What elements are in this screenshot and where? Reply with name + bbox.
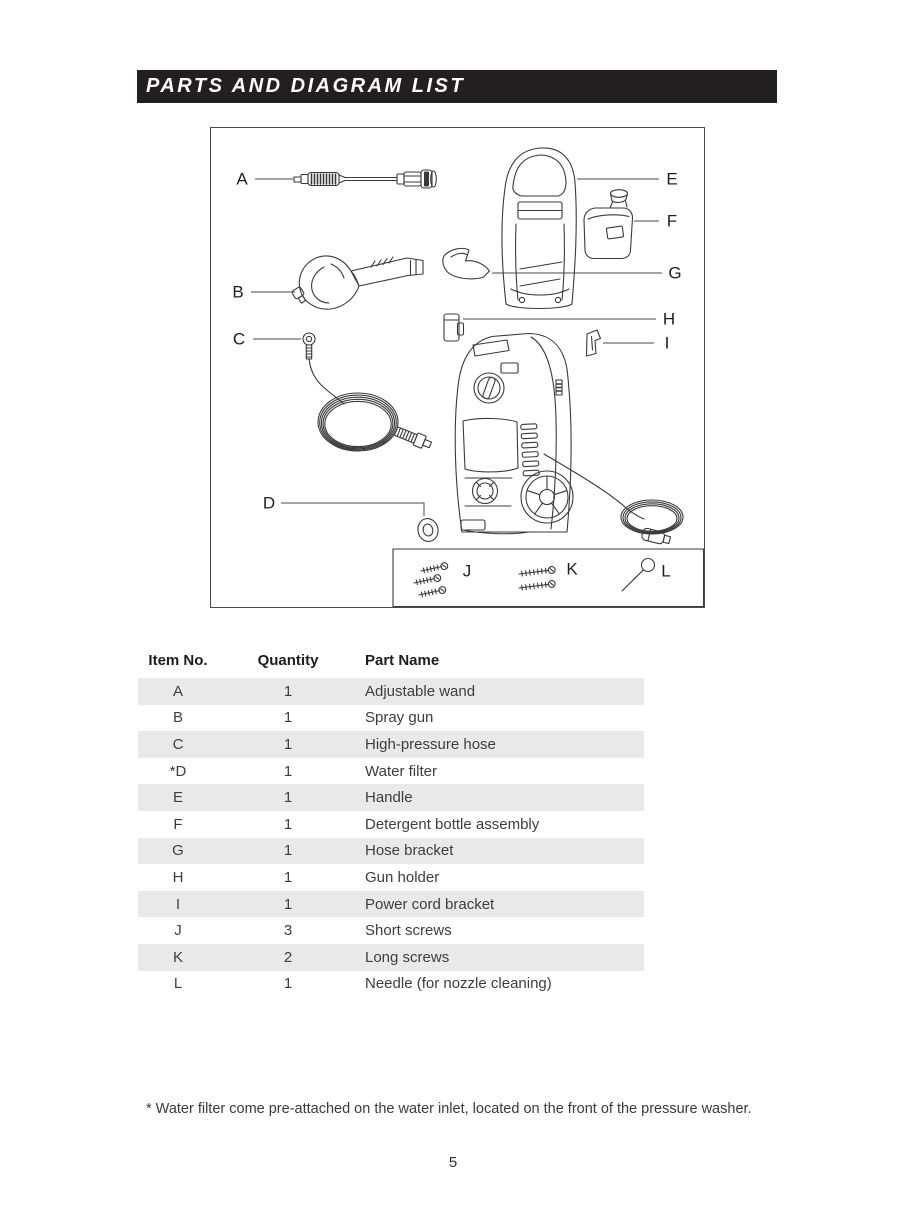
parts-table: Item No. Quantity Part Name A 1 Adjustab… <box>138 649 644 997</box>
detergent-bottle-drawing <box>583 189 634 260</box>
handle-drawing <box>501 147 577 309</box>
diagram-label-b: B <box>232 282 244 302</box>
table-row: E 1 Handle <box>138 784 644 811</box>
table-row: J 3 Short screws <box>138 917 644 944</box>
pressure-washer-body-drawing <box>454 332 574 535</box>
table-row: I 1 Power cord bracket <box>138 890 644 918</box>
diagram-label-c: C <box>232 329 246 349</box>
part-name-cell: Hose bracket <box>365 842 454 860</box>
gun-holder-drawing <box>443 313 465 342</box>
table-row: F 1 Detergent bottle assembly <box>138 811 644 838</box>
part-name-cell: Gun holder <box>365 868 440 886</box>
wand-drawing <box>293 169 437 189</box>
item-no-cell: G <box>172 842 184 860</box>
table-row: A 1 Adjustable wand <box>138 678 644 705</box>
needle-drawing <box>621 557 656 592</box>
item-no-cell: E <box>172 789 183 807</box>
leader-lines <box>251 178 662 516</box>
diagram-label-g: G <box>668 263 682 283</box>
table-row: B 1 Spray gun <box>138 705 644 732</box>
quantity-cell: 2 <box>283 948 293 966</box>
diagram-label-l: L <box>661 561 671 581</box>
quantity-cell: 1 <box>283 868 293 886</box>
page-number: 5 <box>448 1154 458 1171</box>
footnote: * Water filter come pre-attached on the … <box>146 1101 752 1117</box>
part-name-cell: Water filter <box>365 762 437 780</box>
hose-bracket-drawing <box>442 247 491 280</box>
item-no-cell: B <box>172 709 183 727</box>
item-no-cell: *D <box>169 762 187 780</box>
part-name-cell: Power cord bracket <box>365 895 495 913</box>
part-name-cell: Long screws <box>365 948 450 966</box>
item-no-cell: H <box>172 868 184 886</box>
item-no-cell: I <box>175 895 181 913</box>
parts-diagram-drawing <box>251 147 704 607</box>
table-row: H 1 Gun holder <box>138 864 644 891</box>
hardware-box <box>392 548 704 607</box>
table-row: G 1 Hose bracket <box>138 837 644 865</box>
quantity-cell: 1 <box>283 789 293 807</box>
quantity-cell: 1 <box>283 735 293 753</box>
diagram-label-j: J <box>462 561 472 581</box>
diagram-label-i: I <box>664 333 670 353</box>
spray-gun-drawing <box>291 255 424 310</box>
power-cord-drawing <box>543 453 684 545</box>
quantity-cell: 1 <box>283 682 293 700</box>
power-cord-bracket-drawing <box>585 329 602 357</box>
table-row: *D 1 Water filter <box>138 758 644 785</box>
item-no-cell: K <box>172 948 183 966</box>
diagram-label-e: E <box>666 169 678 189</box>
page-title: PARTS AND DIAGRAM LIST <box>146 75 466 97</box>
section-header-bar: PARTS AND DIAGRAM LIST <box>137 70 777 103</box>
water-filter-drawing <box>417 518 439 542</box>
quantity-cell: 1 <box>283 895 293 913</box>
table-row: L 1 Needle (for nozzle cleaning) <box>138 971 644 998</box>
item-no-cell: F <box>173 815 183 833</box>
column-header-quantity: Quantity <box>257 651 319 669</box>
part-name-cell: High-pressure hose <box>365 735 496 753</box>
quantity-cell: 1 <box>283 709 293 727</box>
quantity-cell: 1 <box>283 842 293 860</box>
table-header-row: Item No. Quantity Part Name <box>138 649 644 671</box>
item-no-cell: A <box>172 682 183 700</box>
diagram-label-d: D <box>262 493 276 513</box>
item-no-cell: J <box>174 922 182 940</box>
parts-diagram-panel: A B C D E F G H I J K L <box>210 127 705 608</box>
column-header-item-no: Item No. <box>148 651 208 669</box>
diagram-label-f: F <box>666 211 678 231</box>
hose-drawing <box>302 332 433 452</box>
quantity-cell: 3 <box>283 922 293 940</box>
part-name-cell: Handle <box>365 789 413 807</box>
diagram-label-k: K <box>566 559 578 579</box>
part-name-cell: Adjustable wand <box>365 682 476 700</box>
quantity-cell: 1 <box>283 975 293 993</box>
part-name-cell: Short screws <box>365 922 452 940</box>
table-row: C 1 High-pressure hose <box>138 731 644 758</box>
part-name-cell: Detergent bottle assembly <box>365 815 540 833</box>
column-header-part-name: Part Name <box>365 651 440 669</box>
quantity-cell: 1 <box>283 762 293 780</box>
item-no-cell: C <box>172 735 184 753</box>
diagram-label-a: A <box>236 169 248 189</box>
item-no-cell: L <box>173 975 183 993</box>
part-name-cell: Needle (for nozzle cleaning) <box>365 975 552 993</box>
part-name-cell: Spray gun <box>365 709 434 727</box>
diagram-label-h: H <box>662 309 676 329</box>
quantity-cell: 1 <box>283 815 293 833</box>
table-row: K 2 Long screws <box>138 943 644 971</box>
